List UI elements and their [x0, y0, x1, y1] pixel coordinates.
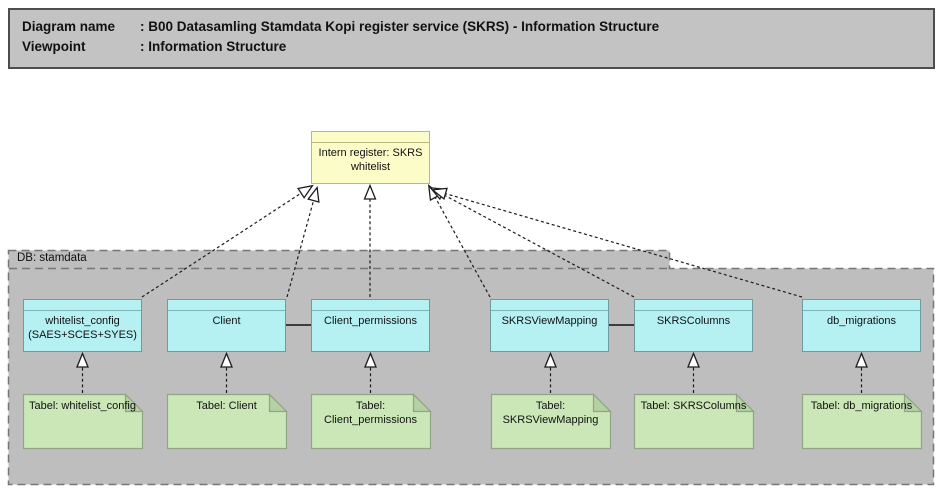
node-top-compartment — [491, 300, 608, 311]
db-stamdata-group-shape[interactable] — [7, 249, 935, 486]
viewpoint-value: : Information Structure — [140, 39, 287, 54]
note-fold-icon — [903, 393, 923, 413]
db-stamdata-group-label: DB: stamdata — [17, 252, 87, 264]
connector-whitelist-config-to-register[interactable] — [141, 184, 314, 298]
note-shape-whitelist-config[interactable] — [22, 393, 144, 450]
node-label: SKRSColumns — [656, 315, 731, 327]
node-label: whitelist_config (SAES+SCES+SYES) — [28, 315, 137, 341]
node-client[interactable]: Client — [167, 299, 286, 352]
node-top-compartment — [24, 300, 141, 311]
viewpoint-label: Viewpoint — [22, 39, 86, 54]
viewpoint-row: Viewpoint : Information Structure — [22, 37, 933, 57]
connector-db-migrations-to-register[interactable] — [430, 187, 803, 298]
note-shapes — [22, 393, 923, 450]
note-shape-client-permissions[interactable] — [310, 393, 432, 450]
note-fold-icon — [412, 393, 432, 413]
node-label: Intern register: SKRS whitelist — [318, 147, 423, 173]
connector-client-to-register[interactable] — [286, 185, 320, 298]
note-shape-client[interactable] — [166, 393, 288, 450]
node-intern-register-skrs-whitelist[interactable]: Intern register: SKRS whitelist — [311, 131, 430, 184]
note-shape-skrscolumns[interactable] — [633, 393, 755, 450]
node-top-compartment — [312, 300, 429, 311]
node-db-migrations[interactable]: db_migrations — [802, 299, 921, 352]
note-shape-skrsviewmapping[interactable] — [490, 393, 612, 450]
note-fold-icon — [124, 393, 144, 413]
note-label-tabel-client-permissions: Tabel: Client_permissions — [324, 400, 417, 426]
diagram-name-value: : B00 Datasamling Stamdata Kopi register… — [140, 19, 660, 34]
node-top-compartment — [168, 300, 285, 311]
diagram-name-label: Diagram name — [22, 19, 116, 34]
diagram-name-row: Diagram name : B00 Datasamling Stamdata … — [22, 17, 933, 37]
node-label: Client_permissions — [324, 315, 417, 327]
note-fold-icon — [592, 393, 612, 413]
node-label: SKRSViewMapping — [501, 315, 598, 327]
node-skrscolumns[interactable]: SKRSColumns — [634, 299, 753, 352]
node-label: db_migrations — [826, 315, 897, 327]
node-whitelist-config[interactable]: whitelist_config (SAES+SCES+SYES) — [23, 299, 142, 352]
note-label-tabel-client: Tabel: Client — [196, 400, 257, 412]
note-label-tabel-db-migrations: Tabel: db_migrations — [810, 400, 913, 412]
connector-skrsviewmapping-to-register[interactable] — [427, 184, 491, 298]
node-top-compartment — [635, 300, 752, 311]
node-client-permissions[interactable]: Client_permissions — [311, 299, 430, 352]
node-top-compartment — [803, 300, 920, 311]
note-label-tabel-skrscolumns: Tabel: SKRSColumns — [640, 400, 747, 412]
note-label-tabel-skrsviewmapping: Tabel: SKRSViewMapping — [502, 400, 599, 426]
diagram-title-block: Diagram name : B00 Datasamling Stamdata … — [8, 8, 935, 69]
node-label: Client — [212, 315, 241, 327]
note-shape-db-migrations[interactable] — [801, 393, 923, 450]
note-fold-icon — [268, 393, 288, 413]
note-fold-icon — [735, 393, 755, 413]
node-top-compartment — [312, 132, 429, 143]
node-skrsviewmapping[interactable]: SKRSViewMapping — [490, 299, 609, 352]
note-label-tabel-whitelist-config: Tabel: whitelist_config — [28, 400, 136, 412]
connector-skrscolumns-to-register[interactable] — [429, 186, 635, 298]
